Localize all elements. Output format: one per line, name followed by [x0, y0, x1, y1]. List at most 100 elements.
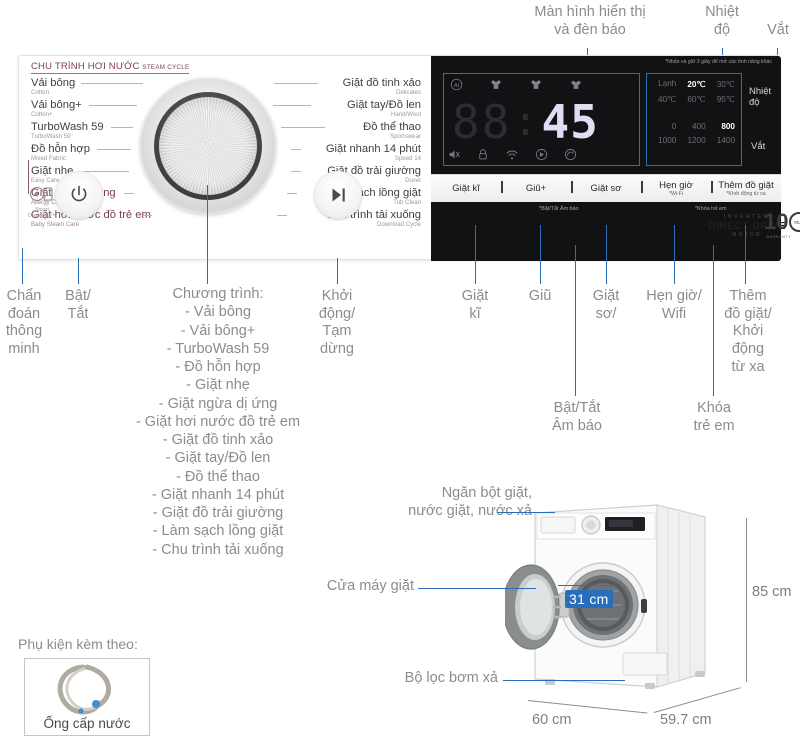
tick-speed-14 — [291, 149, 301, 150]
tick-baby-steam-care — [143, 215, 152, 216]
spin-option[interactable]: 400 — [691, 122, 706, 131]
program-label-delicates[interactable]: Giặt đồ tinh xảo Delicates — [342, 77, 421, 96]
spin-option-selected[interactable]: 800 — [721, 122, 735, 131]
spin-option[interactable]: 1200 — [687, 136, 706, 145]
callout-sound-toggle: Bật/Tắt Âm báo — [552, 400, 602, 434]
callout-detergent-drawer: Ngăn bột giặt, nước giặt, nước xả — [408, 485, 532, 519]
program-list-item: - Giặt nhanh 14 phút — [151, 486, 285, 503]
program-vi: Giặt đồ trải giường — [327, 165, 421, 177]
program-label-tub-clean[interactable]: Làm sạch lồng giặt Tub Clean — [327, 187, 421, 206]
program-list-item: - Làm sạch lồng giặt — [152, 523, 284, 540]
program-label-mixed-fabric[interactable]: Đồ hỗn hợp Mixed Fabric — [31, 143, 90, 163]
leader-line-door — [418, 588, 536, 589]
program-label-sportswear[interactable]: Đồ thể thao Sportswear — [363, 121, 421, 141]
program-en: Allergy Care — [31, 199, 65, 207]
play-pause-icon — [332, 188, 345, 202]
warranty-caption: WARRANTY — [766, 235, 792, 239]
program-list-item: - Giặt đồ tinh xảo — [162, 432, 274, 449]
program-en: Baby Steam Care — [31, 221, 80, 229]
program-label-turbowash-59[interactable]: TurboWash 59 TurboWash 59 — [31, 121, 104, 140]
tick-cotton — [81, 83, 143, 84]
delay-start-icon — [535, 148, 548, 161]
program-list-item: - Giặt đồ trải giường — [152, 505, 284, 522]
program-list-item: - Vải bông+ — [180, 322, 256, 339]
program-en: Sportswear — [390, 133, 421, 141]
leader-line-detergent-drawer — [497, 512, 555, 513]
program-label-cotton-plus[interactable]: Vải bông+ Cotton+ — [31, 99, 82, 119]
spin-option[interactable]: 1400 — [716, 136, 735, 145]
temp-option[interactable]: Lạnh — [658, 79, 677, 88]
leader-line-prewash — [606, 225, 607, 284]
spin-option[interactable]: 1000 — [658, 136, 677, 145]
smart-diagnosis-indicator: Smart Diagnosis™ — [22, 186, 62, 220]
program-vi: Đồ thể thao — [363, 121, 421, 133]
temp-option[interactable]: 40℃ — [658, 95, 677, 104]
sound-toggle-note: *Bật/Tắt Âm báo — [539, 206, 579, 212]
start-pause-button[interactable] — [314, 171, 362, 219]
program-vi: Giặt nhanh 14 phút — [325, 143, 421, 155]
program-list-item: - Vải bông — [184, 304, 252, 321]
button-extra-rinse[interactable]: Giũ+ — [501, 175, 571, 202]
callout-display-label: Màn hình hiển thị và đèn báo — [534, 4, 646, 38]
button-sublabel: *Wi-Fi — [668, 191, 684, 198]
temp-option[interactable]: 30℃ — [716, 80, 735, 89]
leader-line-pump-filter — [503, 680, 625, 681]
program-label-cotton[interactable]: Vải bông Cotton — [31, 77, 75, 96]
leader-line-delay-wifi — [674, 225, 675, 284]
program-list-item: - Đồ thể thao — [176, 468, 260, 485]
tick-allergy-care — [124, 193, 134, 194]
program-list-item: - Giặt hơi nước đồ trẻ em — [135, 413, 301, 430]
button-label: Giặt sơ — [590, 183, 622, 194]
spin-button-label[interactable]: Vắt — [751, 141, 766, 152]
child-lock-icon — [479, 149, 487, 160]
program-label-easy-care[interactable]: Giặt nhẹ Easy Care — [31, 165, 73, 184]
program-label-duvet[interactable]: Giặt đồ trải giường Duvet — [327, 165, 421, 184]
program-list-header: Chương trình: — [172, 286, 264, 302]
dimension-line-height — [746, 518, 747, 682]
leader-line-power — [78, 258, 79, 284]
temp-option-selected[interactable]: 20℃ — [687, 80, 706, 89]
dimension-width-label: 60 cm — [532, 712, 572, 728]
program-label-speed-14[interactable]: Giặt nhanh 14 phút Speed 14 — [325, 143, 421, 162]
tick-sportswear — [281, 127, 325, 128]
program-selector-dial[interactable] — [140, 78, 276, 214]
button-add-garment-remote[interactable]: Thêm đồ giặt *Khởi động từ xa — [711, 175, 781, 202]
tick-duvet — [291, 171, 301, 172]
program-list-item: - Giặt tay/Đồ len — [165, 450, 271, 467]
tick-delicates — [274, 83, 318, 84]
tick-hand-wool — [273, 105, 311, 106]
temperature-button-label[interactable]: Nhiệt độ — [749, 86, 772, 108]
power-button[interactable] — [55, 171, 103, 219]
warranty-ring: YEAR — [789, 212, 800, 232]
button-delay-wifi[interactable]: Hẹn giờ *Wi-Fi — [641, 175, 711, 202]
program-vi: TurboWash 59 — [31, 121, 104, 133]
callout-spin-label: Vắt — [767, 22, 789, 38]
program-label-hand-wool[interactable]: Giặt tay/Đồ len Hand/Wool — [347, 99, 421, 118]
temp-option[interactable]: 95℃ — [716, 95, 735, 104]
button-label: Giặt kĩ — [452, 183, 480, 194]
control-panel: CHU TRÌNH HƠI NƯỚC STEAM CYCLE Vải bông … — [18, 55, 800, 261]
program-en: Mixed Fabric — [31, 155, 66, 163]
program-vi: Vải bông+ — [31, 99, 82, 111]
button-intensive-wash[interactable]: Giặt kĩ — [431, 175, 501, 202]
button-prewash[interactable]: Giặt sơ — [571, 175, 641, 202]
temp-option[interactable]: 60℃ — [687, 95, 706, 104]
program-vi: Giặt đồ tinh xảo — [342, 77, 421, 89]
spin-options: 0 400 800 1000 1200 1400 — [647, 122, 741, 145]
leader-line-sound-toggle — [575, 245, 576, 396]
temperature-options: Lạnh 20℃ 30℃ 40℃ 60℃ 95℃ — [647, 79, 741, 104]
lcd-segment-readout: 88 : 45 — [452, 96, 634, 148]
program-label-download-cycle[interactable]: Chu trình tải xuống Download Cycle — [326, 209, 421, 228]
button-label: Giũ+ — [525, 183, 547, 194]
leader-line-programs — [207, 185, 208, 284]
button-sublabel: *Khởi động từ xa — [726, 191, 766, 198]
button-label: Hẹn giờ — [659, 179, 693, 191]
steam-cycle-bracket — [28, 160, 29, 194]
program-en: Cotton+ — [31, 111, 53, 119]
steam-cycle-header-vi: CHU TRÌNH HƠI NƯỚC — [31, 61, 140, 72]
lcd-ghost-digits: 88 — [452, 95, 512, 149]
tick-cotton-plus — [89, 105, 137, 106]
leader-line-smart-diagnosis — [22, 248, 23, 284]
program-vi: Làm sạch lồng giặt — [327, 187, 421, 199]
spin-option[interactable]: 0 — [671, 122, 677, 131]
